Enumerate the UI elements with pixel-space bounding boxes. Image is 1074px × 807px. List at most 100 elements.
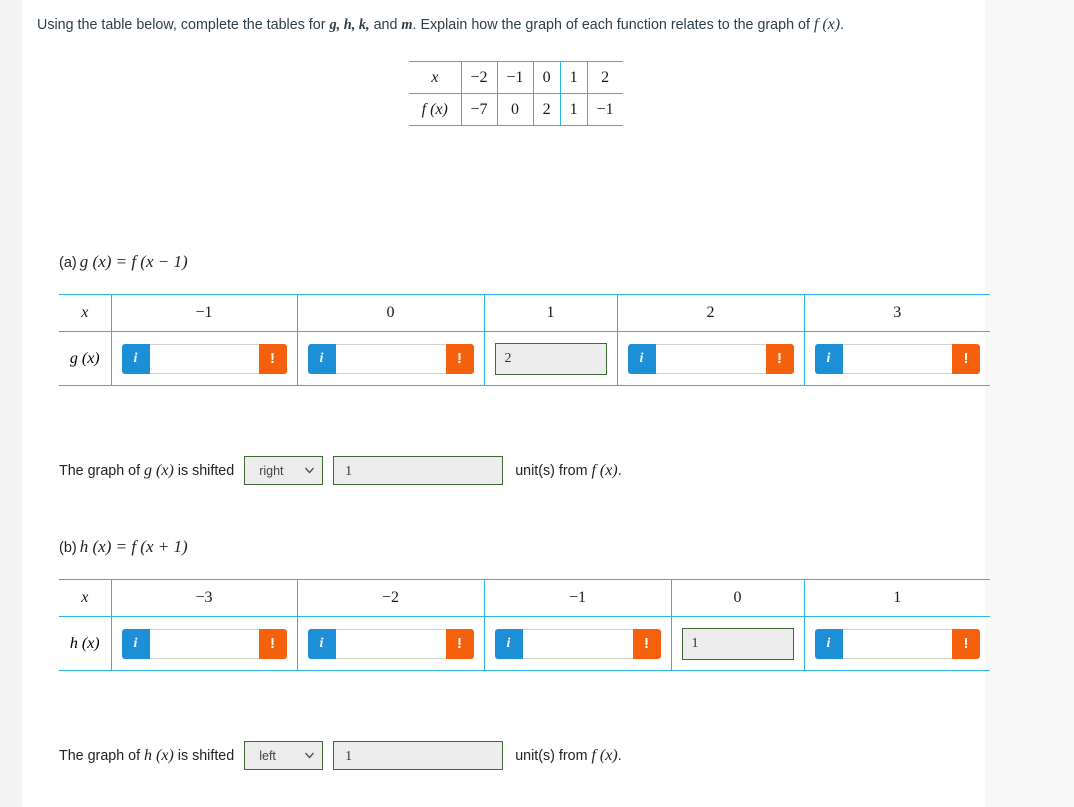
alert-icon[interactable]: !: [632, 628, 661, 659]
answer-filled-h-3[interactable]: 1: [681, 627, 794, 660]
direction-select-g[interactable]: right: [244, 456, 324, 485]
answer-field[interactable]: [149, 343, 259, 374]
section-b-tag: (b): [59, 540, 77, 556]
answer-field[interactable]: [655, 343, 766, 374]
units-value: 1: [345, 747, 352, 763]
shift-fn-f: f (x): [591, 746, 618, 764]
table-cell: 1: [559, 93, 588, 126]
header-cell-x3: 0: [670, 579, 805, 617]
info-icon[interactable]: i: [494, 628, 523, 659]
table-cell: 2: [532, 93, 561, 126]
shift-text-after: unit(s) from f (x).: [515, 462, 621, 480]
alert-icon[interactable]: !: [952, 628, 980, 659]
answer-field[interactable]: [335, 343, 446, 374]
answer-cell-1: i !: [296, 331, 485, 386]
row-label-x: x: [59, 294, 112, 332]
answer-cell-1: i !: [296, 616, 485, 671]
worksheet-page: Using the table below, complete the tabl…: [22, 0, 990, 807]
answer-cell-4: i !: [803, 616, 990, 671]
header-cell-x4: 1: [803, 579, 990, 617]
info-icon[interactable]: i: [627, 343, 656, 374]
alert-icon[interactable]: !: [258, 343, 287, 374]
table-cell: −1: [496, 61, 534, 94]
shift-mid: is shifted: [173, 462, 235, 479]
header-cell-x0: −1: [110, 294, 298, 332]
shift-fn-h: h (x): [144, 746, 174, 764]
header-cell-x1: −2: [296, 579, 485, 617]
info-icon[interactable]: i: [121, 343, 150, 374]
shift-fn-g: g (x): [144, 461, 174, 479]
answer-cell-2: i !: [483, 616, 672, 671]
answer-field[interactable]: [335, 628, 446, 659]
shift-lead: The graph of: [59, 462, 145, 479]
shift-end: .: [617, 462, 622, 479]
answer-input-h-1[interactable]: i !: [307, 628, 474, 659]
answer-field[interactable]: [842, 628, 952, 659]
prompt-text-1: Using the table below, complete the tabl…: [37, 17, 330, 33]
info-icon[interactable]: i: [307, 628, 336, 659]
prompt-text-3: . Explain how the graph of each function…: [412, 17, 814, 33]
table-row-x: x −2 −1 0 1 2: [409, 61, 623, 94]
prompt-text-2: and: [369, 17, 402, 33]
alert-icon[interactable]: !: [765, 343, 794, 374]
answer-cell-0: i !: [110, 616, 298, 671]
answer-filled-g-2[interactable]: 2: [494, 342, 607, 375]
chevron-down-icon: [305, 750, 315, 761]
info-icon[interactable]: i: [814, 628, 843, 659]
header-cell-x0: −3: [110, 579, 298, 617]
table-row-header: x −1 0 1 2 3: [59, 294, 990, 332]
row-label-x: x: [59, 579, 112, 617]
answer-field[interactable]: [149, 628, 259, 659]
answer-input-h-4[interactable]: i !: [814, 628, 980, 659]
direction-select-value: left: [259, 748, 276, 763]
table-cell: 1: [559, 61, 588, 94]
answer-input-g-1[interactable]: i !: [307, 343, 474, 374]
row-label-x: x: [409, 61, 462, 94]
table-row-answers: h (x) i ! i ! i !: [59, 616, 990, 671]
answer-input-g-0[interactable]: i !: [121, 343, 287, 374]
alert-icon[interactable]: !: [445, 628, 474, 659]
answer-field[interactable]: [842, 343, 952, 374]
section-b-equation: h (x) = f (x + 1): [79, 537, 188, 556]
section-a-equation: g (x) = f (x − 1): [79, 252, 188, 271]
answer-input-g-4[interactable]: i !: [814, 343, 980, 374]
row-label-hx: h (x): [59, 616, 112, 671]
info-icon[interactable]: i: [814, 343, 843, 374]
answer-field[interactable]: [522, 628, 633, 659]
info-icon[interactable]: i: [121, 628, 150, 659]
prompt-period: .: [840, 17, 845, 33]
given-function-table: x −2 −1 0 1 2 f (x) −7 0 2 1 −1: [409, 61, 623, 126]
table-row-answers: g (x) i ! i ! 2 i: [59, 331, 990, 386]
left-gutter: [0, 0, 22, 807]
alert-icon[interactable]: !: [952, 343, 980, 374]
direction-select-h[interactable]: left: [244, 741, 324, 770]
info-icon[interactable]: i: [307, 343, 336, 374]
answer-table-g: x −1 0 1 2 3 g (x) i ! i !: [59, 294, 990, 386]
right-gutter: [985, 0, 1074, 807]
shift-units-label: unit(s) from: [515, 747, 592, 764]
answer-input-g-3[interactable]: i !: [627, 343, 794, 374]
answer-input-h-0[interactable]: i !: [121, 628, 287, 659]
section-b-heading: (b)h (x) = f (x + 1): [59, 537, 188, 557]
alert-icon[interactable]: !: [445, 343, 474, 374]
shift-mid: is shifted: [173, 747, 235, 764]
question-prompt: Using the table below, complete the tabl…: [37, 14, 967, 36]
table-cell: −1: [586, 93, 623, 126]
shift-text-before: The graph of h (x) is shifted: [59, 747, 234, 765]
table-cell: 0: [496, 93, 534, 126]
units-input-h[interactable]: 1: [333, 741, 504, 770]
row-label-fx: f (x): [409, 93, 462, 126]
answer-table-h: x −3 −2 −1 0 1 h (x) i ! i !: [59, 579, 990, 671]
shift-sentence-h: The graph of h (x) is shifted left 1 uni…: [59, 741, 622, 770]
units-value: 1: [345, 462, 352, 478]
answer-cell-2: 2: [483, 331, 618, 386]
shift-end: .: [617, 747, 622, 764]
header-cell-x3: 2: [616, 294, 805, 332]
alert-icon[interactable]: !: [258, 628, 287, 659]
table-cell: 0: [532, 61, 561, 94]
table-cell: −2: [460, 61, 498, 94]
units-input-g[interactable]: 1: [333, 456, 504, 485]
shift-fn-f: f (x): [591, 461, 618, 479]
answer-input-h-2[interactable]: i !: [494, 628, 661, 659]
header-cell-x2: 1: [483, 294, 618, 332]
